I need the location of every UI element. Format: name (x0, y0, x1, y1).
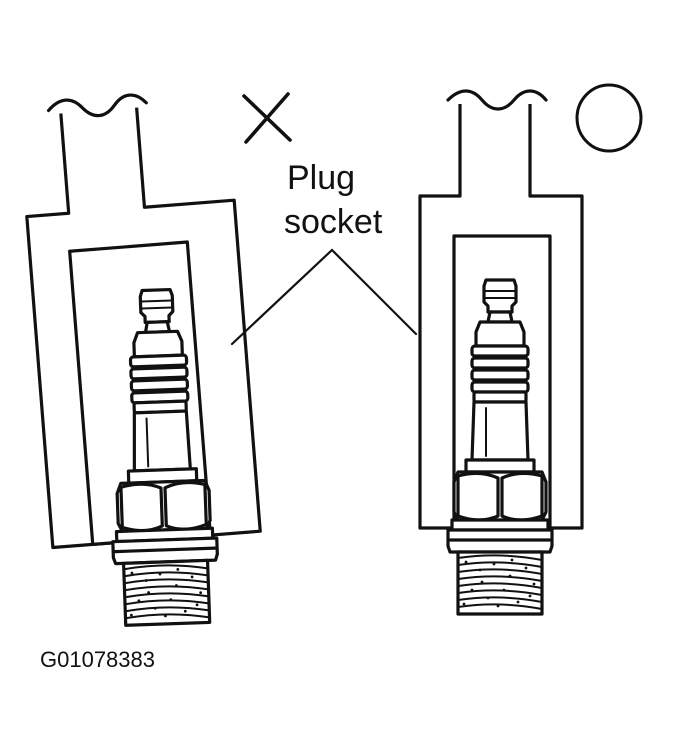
incorrect-setup (25, 92, 292, 628)
callout-label-line2: socket (284, 203, 383, 241)
cross-mark (242, 92, 292, 144)
callout-label-line1: Plug (287, 159, 356, 197)
circle-mark (575, 83, 643, 153)
figure-code: G01078383 (40, 647, 155, 672)
correct-setup (418, 83, 643, 616)
callout-leaders (230, 248, 418, 346)
